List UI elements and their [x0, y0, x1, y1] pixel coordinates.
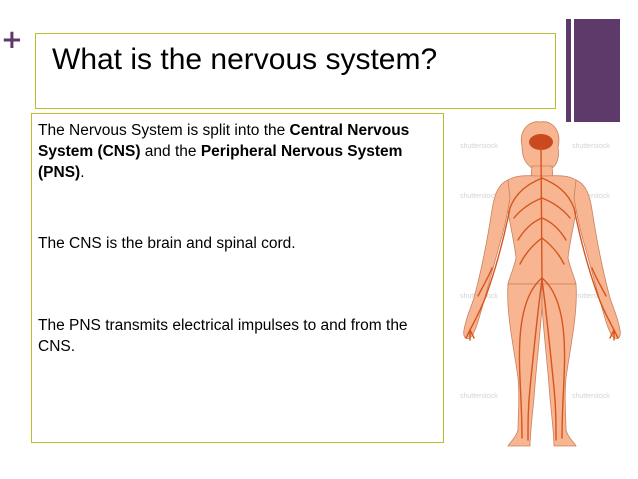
accent-bar-thin: [566, 19, 571, 122]
paragraph-pns: The PNS transmits electrical impulses to…: [38, 317, 408, 355]
svg-text:shutterstock: shutterstock: [572, 393, 610, 400]
slide-title: What is the nervous system?: [52, 43, 438, 76]
nerve-lines: [465, 147, 619, 441]
accent-bar: [574, 19, 620, 122]
svg-text:shutterstock: shutterstock: [572, 193, 610, 200]
title-box: What is the nervous system?: [35, 33, 556, 109]
brain-icon: [529, 134, 553, 150]
svg-text:shutterstock: shutterstock: [572, 293, 610, 300]
svg-text:shutterstock: shutterstock: [460, 193, 498, 200]
bold-cns-term: Central Nervous System (CNS): [38, 122, 410, 160]
svg-text:shutterstock: shutterstock: [460, 393, 498, 400]
plus-marker: +: [1, 25, 23, 55]
svg-text:shutterstock: shutterstock: [460, 143, 498, 150]
paragraph-cns: The CNS is the brain and spinal cord.: [38, 235, 296, 252]
paragraph-cns-pns: The Nervous System is split into the Cen…: [38, 120, 418, 183]
text-span: .: [80, 164, 85, 181]
bold-pns-term: Peripheral Nervous System (PNS): [38, 143, 403, 181]
text-span: The Nervous System is split into the: [38, 122, 290, 139]
svg-text:shutterstock: shutterstock: [572, 143, 610, 150]
nervous-system-figure-icon: shutterstock shutterstock shutterstock s…: [460, 121, 621, 447]
text-span: and the: [140, 143, 201, 160]
content-box: The Nervous System is split into the Cen…: [31, 113, 444, 443]
